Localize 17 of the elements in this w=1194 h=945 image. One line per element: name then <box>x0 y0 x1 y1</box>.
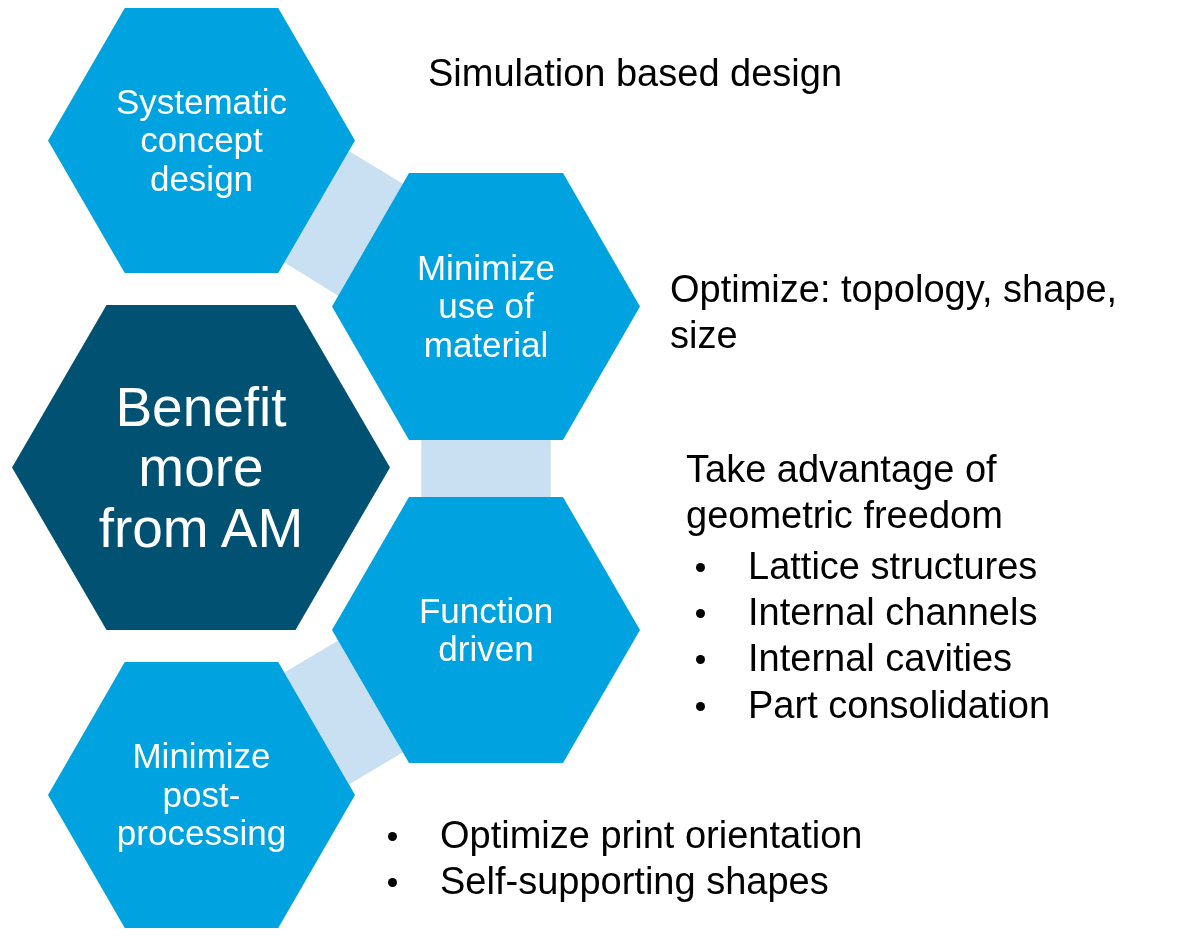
hexagon-label: Function driven <box>417 591 555 669</box>
hexagon-label: Systematic concept design <box>114 82 289 199</box>
connector-band <box>421 440 551 497</box>
bullet-item: Internal channels <box>748 589 1106 636</box>
bullet-item: Internal cavities <box>748 635 1106 682</box>
connector-band <box>284 640 403 785</box>
bullet-item: Lattice structures <box>748 542 1106 590</box>
bullet-item: Optimize print orientation <box>440 812 1018 859</box>
connector-band <box>284 151 403 296</box>
bullet-item: Part consolidation <box>748 681 1106 729</box>
description-heading: Take advantage of geometric freedom <box>686 447 1004 539</box>
hexagon-label: Minimize use of material <box>415 248 557 365</box>
bullet-item: Self-supporting shapes <box>440 858 1018 905</box>
hexagon-label: Benefit more from AM <box>97 376 305 559</box>
description-text: Simulation based design <box>428 51 844 96</box>
hexagon-label: Minimize post-processing <box>115 737 288 853</box>
description-text: Optimize: topology, shape, size <box>670 267 1119 359</box>
